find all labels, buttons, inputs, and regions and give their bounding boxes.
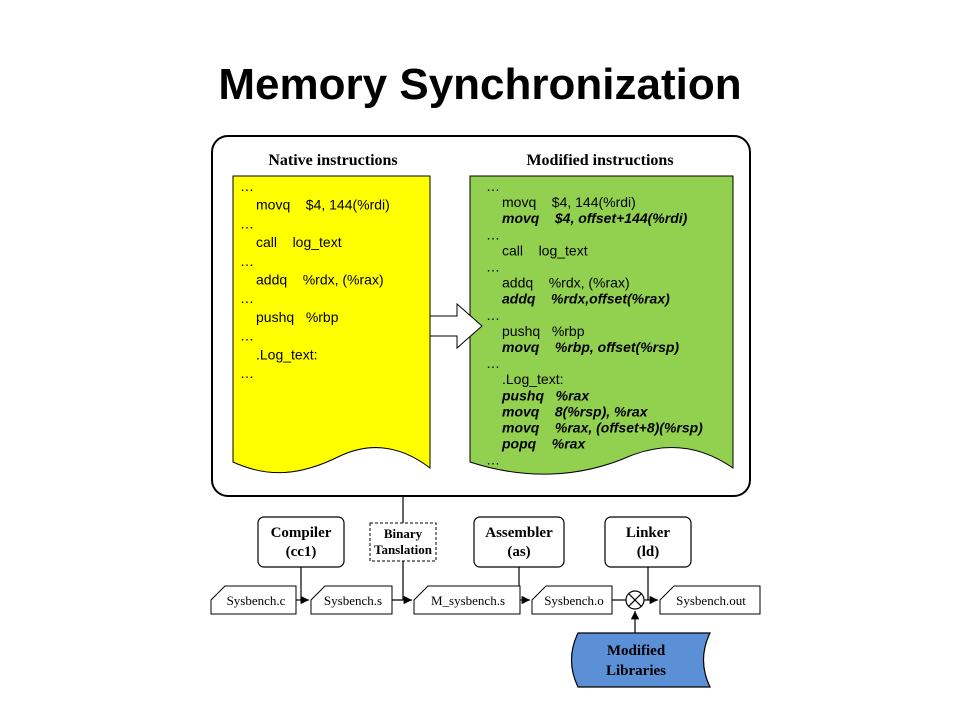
modified-libraries: Modified Libraries — [570, 632, 711, 688]
file-sysbench-c: Sysbench.c — [210, 585, 297, 615]
file-m-sysbench-s-label: M_sysbench.s — [431, 593, 505, 608]
code-line: … — [240, 253, 254, 269]
modified-document — [469, 175, 734, 475]
code-line: .Log_text: — [256, 346, 318, 362]
code-line: … — [486, 178, 500, 194]
code-line: call log_text — [256, 234, 342, 250]
code-line: … — [486, 452, 500, 468]
file-m-sysbench-s: M_sysbench.s — [413, 585, 521, 615]
code-line: .Log_text: — [502, 371, 564, 387]
code-line: movq $4, 144(%rdi) — [502, 194, 636, 210]
libraries-label: Modified — [607, 643, 666, 659]
linker-box: Linker (ld) — [604, 516, 692, 568]
code-line: … — [240, 215, 254, 231]
linker-label: Linker — [626, 525, 671, 541]
code-line: movq %rax, (offset+8)(%rsp) — [502, 420, 703, 436]
binary-sub: Tanslation — [374, 542, 433, 557]
code-line: movq $4, 144(%rdi) — [256, 197, 390, 213]
assembler-label: Assembler — [485, 525, 553, 541]
file-sysbench-out: Sysbench.out — [659, 585, 761, 615]
code-line: … — [240, 365, 254, 381]
file-sysbench-s: Sysbench.s — [310, 585, 393, 615]
code-line: … — [486, 226, 500, 242]
code-line: popq %rax — [501, 436, 586, 452]
modified-heading: Modified instructions — [526, 152, 673, 169]
compiler-box: Compiler (cc1) — [257, 516, 345, 568]
file-sysbench-o: Sysbench.o — [531, 585, 613, 615]
code-line: movq $4, offset+144(%rdi) — [502, 210, 688, 226]
code-line: pushq %rbp — [502, 323, 585, 339]
libraries-sub: Libraries — [606, 663, 666, 679]
code-line: addq %rdx, (%rax) — [502, 275, 630, 291]
compiler-label: Compiler — [271, 525, 332, 541]
binary-translation-box: Binary Tanslation — [369, 522, 437, 562]
code-line: … — [486, 355, 500, 371]
code-line: … — [486, 307, 500, 323]
compiler-sub: (cc1) — [286, 544, 317, 560]
assembler-box: Assembler (as) — [473, 516, 565, 568]
code-line: addq %rdx,offset(%rax) — [502, 291, 670, 307]
file-sysbench-o-label: Sysbench.o — [544, 593, 604, 608]
code-line: movq 8(%rsp), %rax — [502, 403, 649, 419]
linker-sub: (ld) — [637, 544, 660, 560]
file-sysbench-c-label: Sysbench.c — [227, 593, 286, 608]
code-line: pushq %rax — [501, 387, 590, 403]
binary-label: Binary — [384, 526, 423, 541]
native-code: …movq $4, 144(%rdi)…call log_text…addq %… — [240, 178, 390, 381]
code-line: … — [240, 328, 254, 344]
code-line: pushq %rbp — [256, 309, 339, 325]
native-document — [232, 175, 431, 474]
file-sysbench-out-label: Sysbench.out — [676, 593, 746, 608]
native-heading: Native instructions — [268, 152, 397, 169]
code-line: call log_text — [502, 242, 588, 258]
slide-title: Memory Synchronization — [218, 60, 742, 109]
code-line: addq %rdx, (%rax) — [256, 272, 384, 288]
transform-arrow — [429, 302, 483, 350]
code-line: movq %rbp, offset(%rsp) — [502, 339, 679, 355]
modified-code: …movq $4, 144(%rdi)movq $4, offset+144(%… — [486, 178, 703, 468]
code-line: … — [240, 178, 254, 194]
file-sysbench-s-label: Sysbench.s — [324, 593, 382, 608]
code-line: … — [486, 259, 500, 275]
code-line: … — [240, 290, 254, 306]
merge-node-icon — [625, 590, 645, 610]
assembler-sub: (as) — [507, 544, 530, 560]
